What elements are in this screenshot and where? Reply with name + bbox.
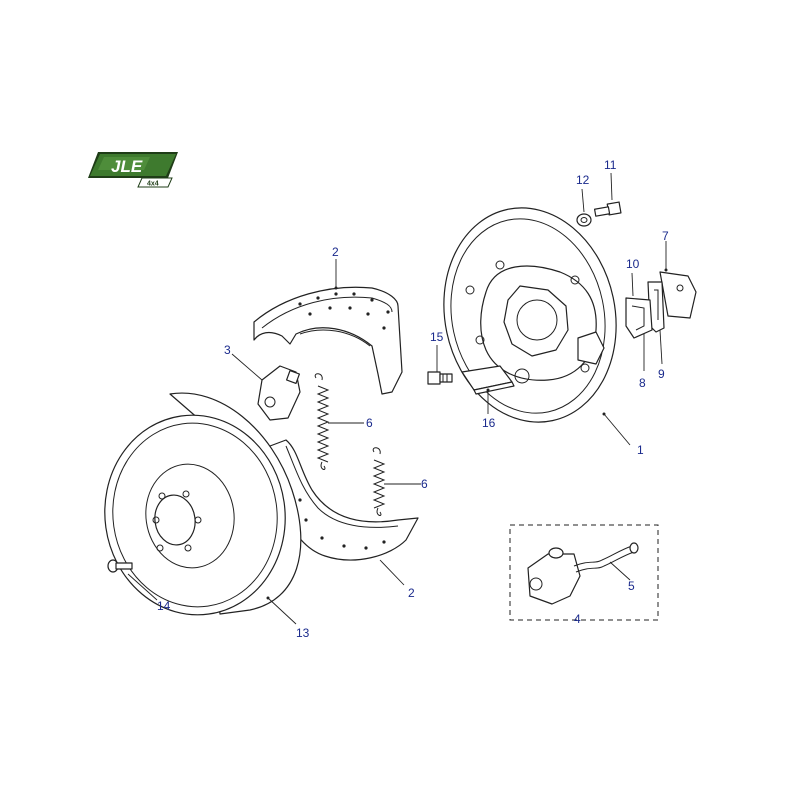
lower-brake-shoe [269, 439, 419, 561]
spring-plate-8 [625, 297, 653, 339]
callout-6-upper: 6 [366, 416, 373, 430]
jle-4x4-logo: JLE 4x4 [88, 152, 178, 188]
callout-9: 9 [658, 367, 665, 381]
logo-brand-text: JLE [111, 157, 143, 176]
callout-11: 11 [604, 158, 617, 172]
callout-1: 1 [637, 443, 644, 457]
callout-6-lower: 6 [421, 477, 428, 491]
callout-13: 13 [296, 626, 310, 640]
callout-5: 5 [628, 579, 635, 593]
callout-14: 14 [157, 599, 171, 613]
callout-16: 16 [482, 416, 496, 430]
callout-10: 10 [626, 257, 640, 271]
adjuster-plate-7 [659, 271, 697, 319]
wheel-cylinder-4 [527, 547, 581, 605]
washer-12 [576, 213, 592, 227]
callout-labels: 1 2 2 3 4 5 6 6 7 8 9 10 11 12 13 14 15 … [157, 158, 669, 640]
bolt-15 [427, 371, 453, 385]
callout-15: 15 [430, 330, 444, 344]
brake-drum [104, 392, 302, 616]
callout-12: 12 [576, 173, 590, 187]
wheel-cylinder-3 [257, 365, 301, 421]
anchor-bracket [461, 365, 515, 395]
upper-brake-shoe [253, 286, 403, 395]
callout-4: 4 [574, 612, 581, 626]
callout-3: 3 [224, 343, 231, 357]
leader-lines [127, 172, 668, 625]
callout-2-lower: 2 [408, 586, 415, 600]
inset-box [509, 524, 659, 621]
drum-screw-14 [107, 559, 133, 573]
backing-plate [443, 207, 617, 423]
callout-7: 7 [662, 229, 669, 243]
callout-8: 8 [639, 376, 646, 390]
brake-pipe-5 [573, 542, 639, 573]
logo-sub-text: 4x4 [147, 181, 159, 188]
bolt-11 [593, 201, 622, 217]
return-spring-lower [372, 447, 386, 516]
callout-2-upper: 2 [332, 245, 339, 259]
return-spring-upper [314, 373, 330, 470]
